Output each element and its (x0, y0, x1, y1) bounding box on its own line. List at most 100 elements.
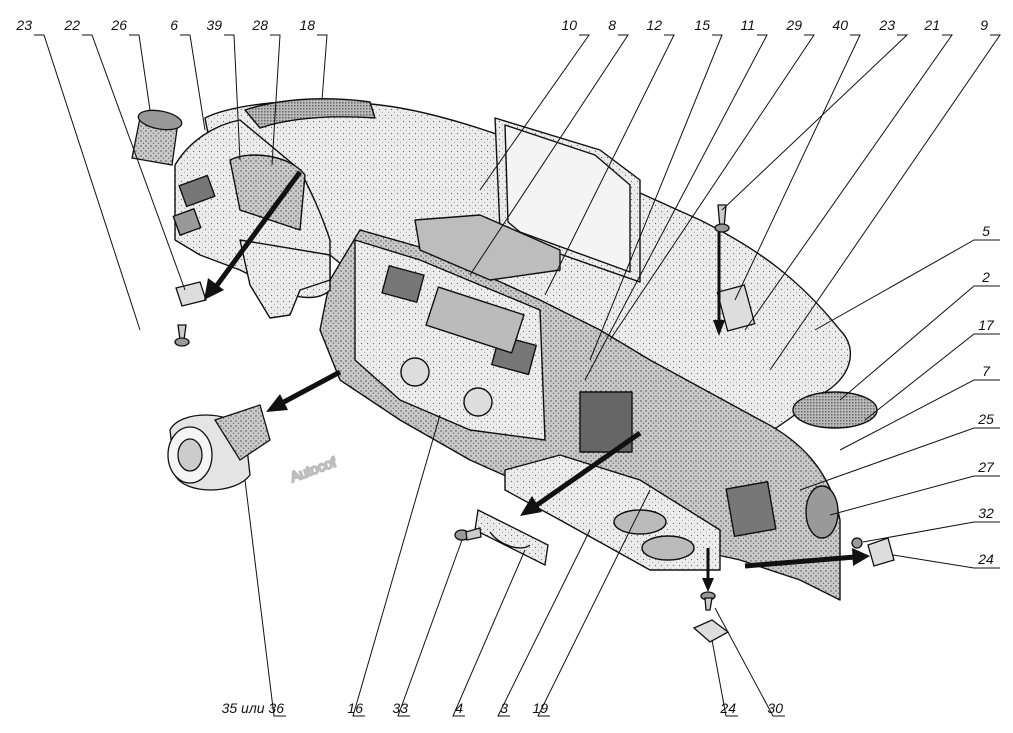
leader-line-c3 (497, 529, 591, 717)
leader-line-c33 (397, 539, 463, 717)
callout-label-10: 10 (561, 17, 577, 33)
callout-label-23: 23 (15, 17, 32, 33)
callout-label-35-или-36: 35 или 36 (222, 700, 285, 716)
leader-line-c39 (224, 34, 241, 161)
control-knob-1 (400, 357, 430, 387)
callout-label-30: 30 (767, 700, 783, 716)
leader-line-c15 (589, 34, 723, 361)
leader-line-c35 (244, 479, 286, 717)
arrow-screw-30 (702, 548, 714, 592)
leader-line-c22 (82, 34, 186, 291)
callout-label-19: 19 (532, 700, 548, 716)
leader-line-c4 (452, 549, 526, 717)
callout-label-23: 23 (878, 17, 895, 33)
steering-column-cover (239, 239, 331, 319)
callout-label-28: 28 (251, 17, 268, 33)
screw-30 (700, 591, 716, 611)
leader-line-c17 (864, 333, 1000, 421)
leader-line-c29 (609, 34, 815, 341)
left-air-vent (178, 174, 216, 208)
callout-label-24: 24 (977, 551, 994, 567)
leader-line-c32 (862, 521, 1000, 543)
leader-line-c30 (714, 607, 785, 717)
leader-line-c2 (839, 285, 1000, 401)
assembly-arrows (204, 170, 870, 592)
callout-label-15: 15 (694, 17, 710, 33)
top-storage-tray (414, 214, 561, 281)
leader-line-c40 (734, 34, 861, 301)
callout-label-11: 11 (740, 17, 755, 33)
callout-label-26: 26 (110, 17, 127, 33)
callout-label-27: 27 (977, 459, 995, 475)
right-air-vent (725, 481, 777, 537)
leader-line-c5 (814, 239, 1000, 331)
bracket-40 (716, 284, 756, 332)
leader-line-c23a (34, 34, 141, 331)
callout-label-16: 16 (347, 700, 363, 716)
leader-line-c7 (839, 379, 1000, 451)
callout-label-22: 22 (63, 17, 80, 33)
leader-line-c10 (479, 34, 590, 191)
callout-label-7: 7 (982, 363, 991, 379)
screw-23 (174, 324, 190, 347)
callout-label-33: 33 (392, 700, 408, 716)
speed-nut-24-right (867, 537, 895, 567)
glovebox-lid-inner (504, 124, 631, 273)
retaining-clip-22 (175, 281, 207, 307)
leader-line-c24b (711, 639, 738, 717)
callout-label-2: 2 (981, 269, 990, 285)
leader-line-c28 (270, 34, 281, 166)
callout-label-3: 3 (500, 700, 508, 716)
screw-32 (851, 537, 863, 549)
air-duct-nozzle (131, 109, 183, 166)
cup-holder-2 (641, 535, 695, 561)
watermark: Autocof (288, 454, 338, 485)
callout-label-17: 17 (978, 317, 995, 333)
arrow-clip-22 (204, 170, 303, 300)
leader-line-c18 (317, 34, 328, 101)
callout-label-8: 8 (608, 17, 616, 33)
leader-line-c19 (537, 489, 651, 717)
leader-line-c24a (892, 554, 1000, 569)
callout-label-29: 29 (785, 17, 802, 33)
screw-33 (454, 527, 482, 541)
arrow-nut-right (744, 548, 870, 569)
leader-line-c6 (180, 34, 206, 131)
callout-label-4: 4 (455, 700, 463, 716)
side-air-vent (805, 485, 839, 539)
mounting-bracket-4 (474, 509, 549, 566)
leader-line-c8 (469, 34, 629, 276)
leader-line-c26 (129, 34, 151, 111)
callout-label-39: 39 (206, 17, 222, 33)
leader-line-c11 (584, 34, 768, 381)
headlight-switch (167, 404, 271, 491)
callout-label-18: 18 (299, 17, 315, 33)
center-air-vent-left (381, 265, 425, 303)
top-speaker-grille (244, 98, 376, 129)
arrow-bracket (520, 430, 642, 516)
dashboard-panel (172, 98, 878, 601)
screw-9 (714, 204, 730, 233)
callout-label-40: 40 (832, 17, 848, 33)
cup-holder-1 (613, 509, 667, 535)
arrow-switch (266, 369, 342, 412)
control-knob-2 (463, 387, 493, 417)
callout-label-24: 24 (719, 700, 736, 716)
callout-label-32: 32 (978, 505, 994, 521)
callout-label-21: 21 (923, 17, 940, 33)
leader-line-c23b (721, 34, 909, 211)
loose-parts (131, 109, 895, 643)
callout-label-5: 5 (982, 223, 990, 239)
arrow-screw-9 (713, 232, 725, 336)
leader-line-c25 (799, 427, 1000, 491)
leader-line-c12 (544, 34, 675, 296)
glovebox-cavity (579, 391, 633, 453)
callout-label-12: 12 (646, 17, 662, 33)
leader-line-c16 (352, 414, 441, 717)
callout-label-25: 25 (977, 411, 994, 427)
callout-label-9: 9 (980, 17, 988, 33)
leader-line-c9 (769, 34, 1001, 371)
